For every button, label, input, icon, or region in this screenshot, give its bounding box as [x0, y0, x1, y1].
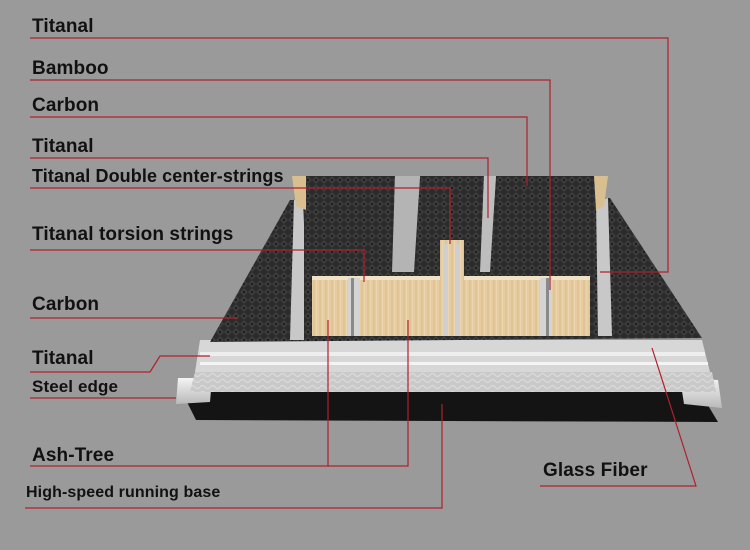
- label-steel-edge: Steel edge: [32, 377, 119, 396]
- double-center-string-right: [456, 244, 460, 336]
- label-high-speed-running-base: High-speed running base: [26, 484, 221, 501]
- label-carbon-top: Carbon: [32, 95, 100, 116]
- label-ash-tree: Ash-Tree: [32, 445, 115, 466]
- label-glass-fiber: Glass Fiber: [543, 460, 648, 481]
- double-center-string-left: [444, 244, 448, 336]
- label-titanal-top: Titanal: [32, 16, 94, 37]
- running-base-layer: [182, 392, 718, 422]
- glass-fiber-layer: [190, 372, 716, 392]
- label-titanal-double-center-strings: Titanal Double center-strings: [32, 166, 284, 186]
- titanal-side-left: [290, 200, 304, 340]
- label-carbon-lower: Carbon: [32, 294, 100, 315]
- bamboo-edge-left: [292, 176, 306, 210]
- leader-lines: [25, 37, 697, 509]
- label-titanal-torsion-strings: Titanal torsion strings: [32, 224, 234, 245]
- carbon-strip-3: [490, 176, 596, 272]
- wood-center-riser: [440, 240, 464, 336]
- titanal-side-right: [596, 198, 612, 336]
- label-titanal-second: Titanal: [32, 136, 94, 157]
- label-titanal-lower: Titanal: [32, 348, 94, 369]
- label-bamboo: Bamboo: [32, 58, 109, 79]
- carbon-strip-1: [302, 176, 395, 272]
- bamboo-edge-right: [594, 176, 608, 210]
- carbon-strip-2: [414, 176, 484, 272]
